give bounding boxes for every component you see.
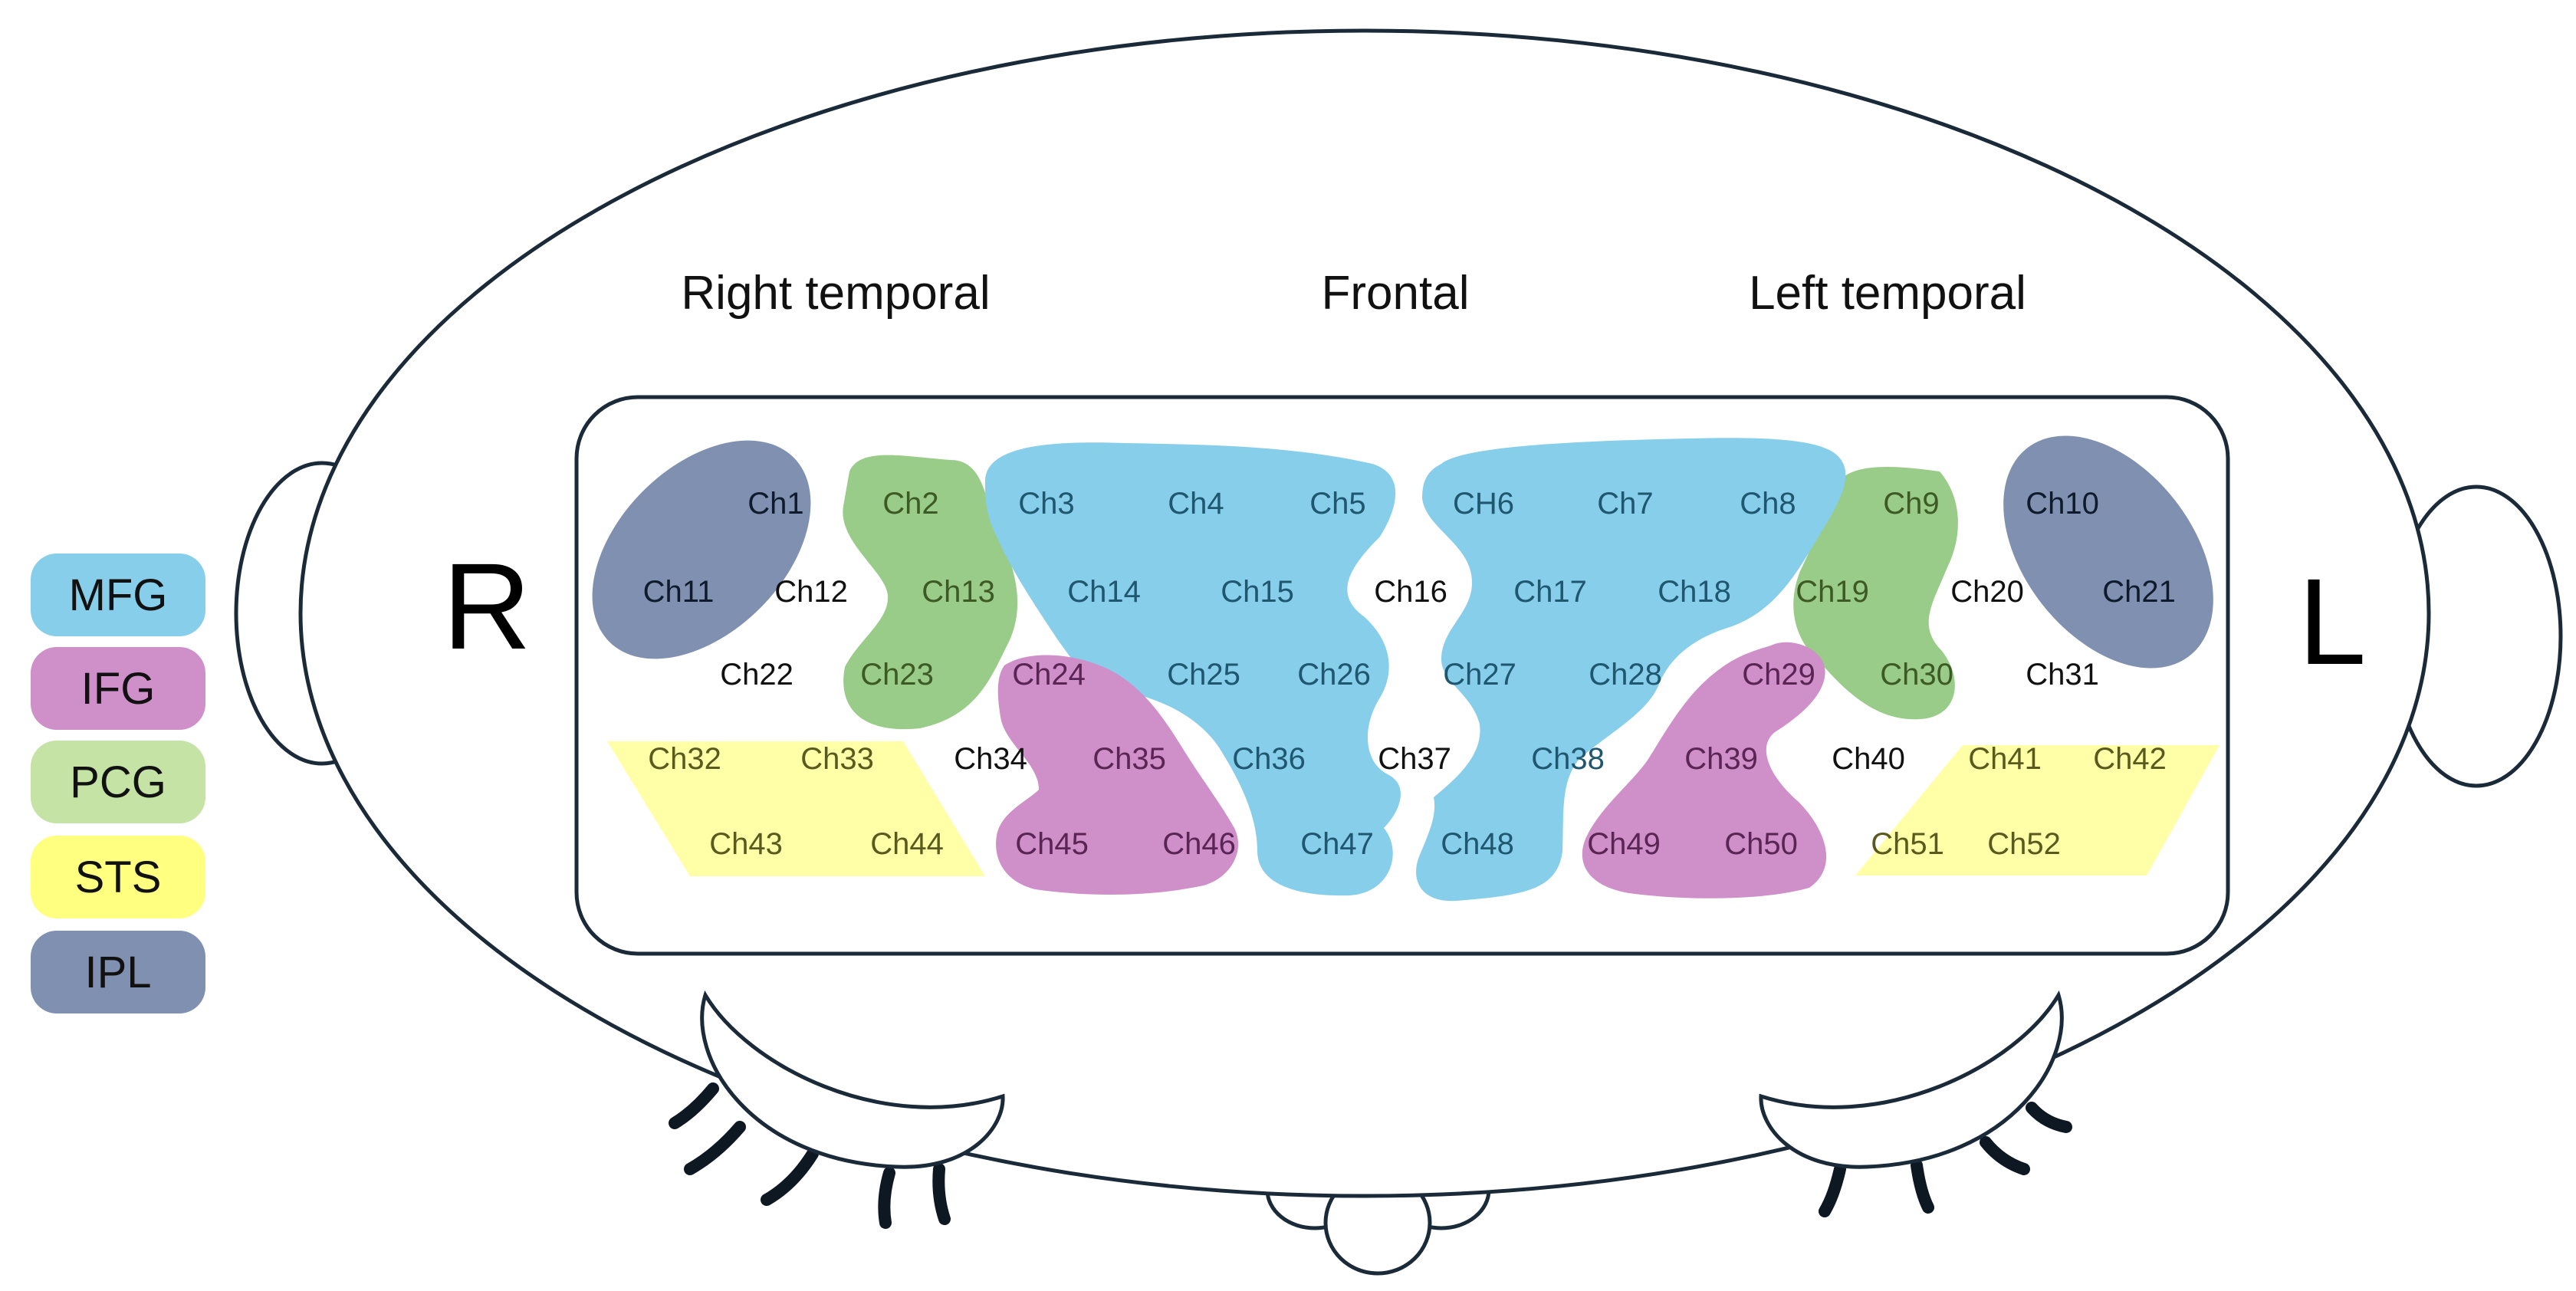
channel-label-ch10: Ch10: [2026, 487, 2099, 521]
heading-right-temporal: Right temporal: [681, 267, 990, 320]
channel-label-ch18: Ch18: [1658, 575, 1731, 609]
channel-label-ch17: Ch17: [1513, 575, 1587, 609]
region-ipl-right: [592, 440, 811, 659]
closed-eyes: [700, 990, 2064, 1169]
channel-label-ch7: Ch7: [1597, 487, 1653, 521]
channel-label-ch21: Ch21: [2102, 575, 2176, 609]
legend-label-ipl: IPL: [84, 947, 152, 997]
channel-label-ch27: Ch27: [1443, 658, 1516, 691]
side-label-right: R: [442, 537, 531, 675]
channel-label-ch15: Ch15: [1221, 575, 1294, 609]
channel-label-ch11: Ch11: [643, 575, 715, 609]
channel-label-ch2: Ch2: [882, 487, 938, 521]
channel-label-ch33: Ch33: [800, 742, 874, 776]
channel-label-ch14: Ch14: [1067, 575, 1141, 609]
eyelashes: [669, 1082, 2072, 1229]
side-label-left: L: [2298, 553, 2367, 690]
channel-label-ch43: Ch43: [709, 827, 783, 861]
channel-label-ch52: Ch52: [1987, 827, 2061, 861]
legend-item-ifg: IFG: [31, 647, 205, 730]
channel-label-ch28: Ch28: [1589, 658, 1662, 691]
legend-label-pcg: PCG: [70, 757, 166, 807]
region-ipl-left: [2003, 435, 2213, 668]
region-ifg-left: [1582, 642, 1827, 898]
channel-label-ch13: Ch13: [922, 575, 995, 609]
legend-item-sts: STS: [31, 836, 205, 918]
region-sts-right: [607, 741, 985, 876]
channel-label-ch4: Ch4: [1168, 487, 1224, 521]
legend-label-sts: STS: [74, 852, 162, 902]
channel-label-ch6: CH6: [1453, 487, 1514, 521]
channel-label-ch34: Ch34: [954, 742, 1027, 776]
channel-label-ch47: Ch47: [1300, 827, 1374, 861]
channel-label-ch35: Ch35: [1092, 742, 1166, 776]
channel-label-ch41: Ch41: [1968, 742, 2042, 776]
channel-label-ch20: Ch20: [1950, 575, 2024, 609]
channel-label-ch40: Ch40: [1832, 742, 1905, 776]
channel-label-ch31: Ch31: [2026, 658, 2099, 691]
channel-label-ch5: Ch5: [1309, 487, 1365, 521]
legend-label-ifg: IFG: [80, 663, 156, 714]
region-ifg-right: [996, 655, 1239, 895]
channel-label-ch42: Ch42: [2093, 742, 2167, 776]
left-eye: [1759, 990, 2064, 1169]
channel-label-ch51: Ch51: [1871, 827, 1944, 861]
channel-label-ch9: Ch9: [1883, 487, 1939, 521]
region-shapes: [592, 435, 2220, 902]
channel-label-ch32: Ch32: [648, 742, 721, 776]
channel-label-ch49: Ch49: [1587, 827, 1661, 861]
legend-label-mfg: MFG: [68, 570, 168, 620]
channel-label-ch23: Ch23: [860, 658, 934, 691]
region-pcg-right: [843, 455, 1018, 730]
channel-label-ch1: Ch1: [748, 487, 803, 521]
region-mfg-right: [985, 442, 1401, 896]
region-mfg-left: [1416, 438, 1846, 902]
channel-label-ch38: Ch38: [1531, 742, 1605, 776]
heading-left-temporal: Left temporal: [1749, 267, 2026, 320]
channel-label-ch19: Ch19: [1796, 575, 1869, 609]
heading-frontal: Frontal: [1322, 267, 1470, 320]
legend-item-pcg: PCG: [31, 741, 205, 823]
channel-label-ch24: Ch24: [1012, 658, 1086, 691]
channel-label-ch39: Ch39: [1684, 742, 1758, 776]
legend-item-ipl: IPL: [31, 931, 205, 1013]
region-pcg-left: [1793, 466, 1958, 720]
channel-label-ch37: Ch37: [1378, 742, 1451, 776]
channel-label-ch25: Ch25: [1167, 658, 1240, 691]
channel-label-ch26: Ch26: [1297, 658, 1371, 691]
channel-label-ch16: Ch16: [1374, 575, 1447, 609]
channel-label-ch36: Ch36: [1232, 742, 1306, 776]
right-eye: [700, 990, 1005, 1169]
channel-label-ch44: Ch44: [870, 827, 944, 861]
channel-label-ch29: Ch29: [1742, 658, 1815, 691]
legend-item-mfg: MFG: [31, 554, 205, 636]
channel-label-ch48: Ch48: [1441, 827, 1514, 861]
channel-label-ch50: Ch50: [1724, 827, 1798, 861]
region-sts-left: [1855, 745, 2220, 875]
channel-label-ch46: Ch46: [1162, 827, 1236, 861]
channel-label-ch3: Ch3: [1018, 487, 1074, 521]
channel-label-ch8: Ch8: [1740, 487, 1796, 521]
channel-label-ch30: Ch30: [1880, 658, 1953, 691]
channel-label-ch12: Ch12: [774, 575, 848, 609]
channel-label-ch22: Ch22: [720, 658, 794, 691]
channel-label-ch45: Ch45: [1015, 827, 1089, 861]
